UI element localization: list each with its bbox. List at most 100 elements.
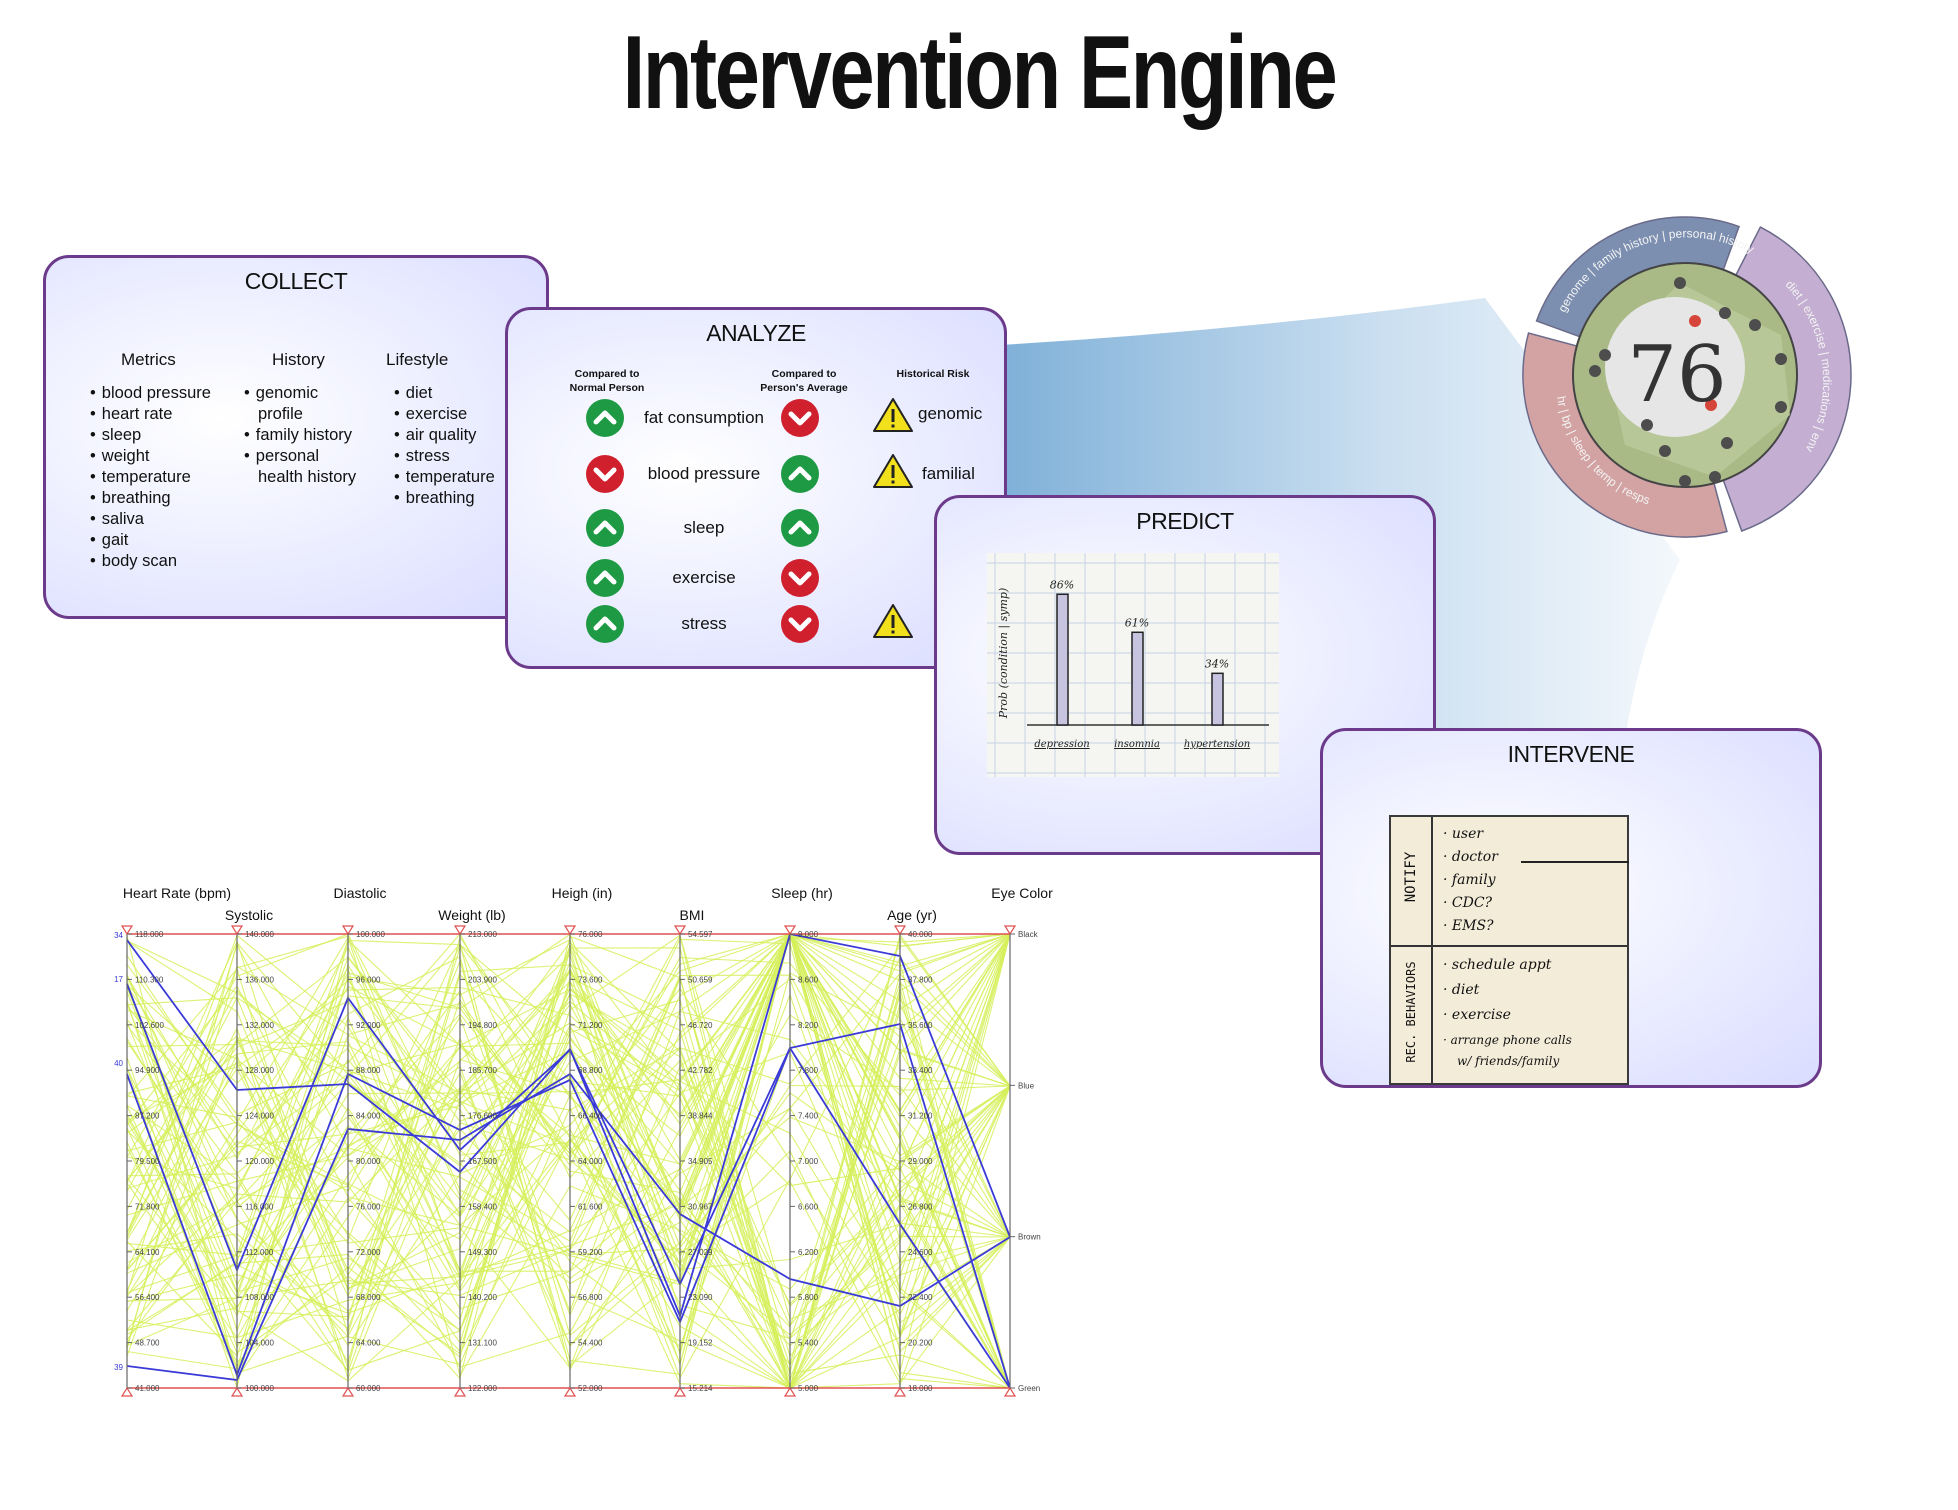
tick-label: 26.800 xyxy=(908,1202,933,1211)
arrow-down-icon xyxy=(781,605,819,643)
axis-name: Heart Rate (bpm) xyxy=(123,885,231,901)
tick-label: 50.659 xyxy=(688,975,713,984)
tick-label: 73.600 xyxy=(578,975,603,984)
axis-name: Diastolic xyxy=(334,885,387,901)
axis-name: Systolic xyxy=(225,907,273,923)
list-item: · CDC? xyxy=(1443,895,1493,911)
list-item: diet xyxy=(394,383,495,404)
tick-label: 132.000 xyxy=(245,1021,274,1030)
axis-handle-top xyxy=(341,925,355,936)
list-item: personal xyxy=(244,446,356,467)
tick-label: 23.090 xyxy=(688,1293,713,1302)
tick-label: 15.214 xyxy=(688,1384,713,1393)
list-item: profile xyxy=(258,405,303,423)
list-item: air quality xyxy=(394,425,495,446)
warning-icon xyxy=(873,454,913,488)
tick-label: 94.900 xyxy=(135,1066,160,1075)
tick-label: 66.400 xyxy=(578,1112,603,1121)
record-count-label: 40 xyxy=(114,1059,123,1068)
list-item: body scan xyxy=(90,551,211,572)
risk-label: genomic xyxy=(918,404,983,423)
tick-label: 54.400 xyxy=(578,1339,603,1348)
chevron-up-icon xyxy=(593,520,617,535)
notify-list: · user · doctor · family · CDC? · EMS? xyxy=(1443,823,1498,938)
tick-label: Brown xyxy=(1018,1233,1041,1242)
chevron-down-icon xyxy=(788,571,812,586)
list-item: health history xyxy=(258,468,357,486)
score-value: 76 xyxy=(1627,330,1726,420)
chevron-up-icon xyxy=(593,570,617,585)
notify-label: NOTIFY xyxy=(1403,851,1419,903)
predict-title: PREDICT xyxy=(1136,508,1234,534)
axis-name: BMI xyxy=(680,907,705,923)
tick-label: 18.000 xyxy=(908,1384,933,1393)
axis-handle-bottom xyxy=(341,1386,355,1397)
sketch-bar xyxy=(1131,631,1144,726)
tick-label: 27.029 xyxy=(688,1248,713,1257)
tick-label: 136.000 xyxy=(245,975,274,984)
list-item: w/ friends/family xyxy=(1457,1054,1560,1068)
tick-label: 100.000 xyxy=(245,1384,274,1393)
tick-label: 110.300 xyxy=(135,975,164,984)
arrow-down-icon xyxy=(781,399,819,437)
behaviors-label: REC. BEHAVIORS xyxy=(1404,961,1418,1063)
analyze-row-label: fat consumption xyxy=(643,408,764,427)
tick-label: 5.800 xyxy=(798,1293,819,1302)
sketch-bar-value: 61% xyxy=(1125,616,1149,629)
average-column-header: Compared to Person's Average xyxy=(760,368,848,394)
axis-handle-bottom xyxy=(1003,1386,1017,1397)
list-item: blood pressure xyxy=(90,383,211,404)
tick-label: 5.000 xyxy=(798,1384,819,1393)
list-item: stress xyxy=(394,446,495,467)
tick-label: 40.000 xyxy=(908,930,933,939)
analyze-title: ANALYZE xyxy=(706,320,806,346)
tick-label: 80.000 xyxy=(356,1157,381,1166)
behaviors-list: · schedule appt · diet · exercise · arra… xyxy=(1443,953,1572,1069)
tick-label: 48.700 xyxy=(135,1339,160,1348)
tick-label: 34.905 xyxy=(688,1157,713,1166)
list-item: breathing xyxy=(394,488,495,509)
list-item: genomic xyxy=(244,383,356,404)
metric-dot xyxy=(1775,401,1787,413)
tick-label: 64.000 xyxy=(356,1339,381,1348)
tick-label: 194.800 xyxy=(468,1021,497,1030)
tick-label: 59.200 xyxy=(578,1248,603,1257)
sketch-bar-label: insomnia xyxy=(1114,739,1160,750)
tick-label: 24.600 xyxy=(908,1248,933,1257)
list-item: heart rate xyxy=(90,404,211,425)
tick-label: 140.000 xyxy=(245,930,274,939)
axis-name: Heigh (in) xyxy=(552,885,613,901)
arrow-down-icon xyxy=(586,455,624,493)
metric-dot xyxy=(1641,419,1653,431)
tick-label: 176.600 xyxy=(468,1112,497,1121)
tick-label: 8.600 xyxy=(798,975,819,984)
tick-label: 72.000 xyxy=(356,1248,381,1257)
tick-label: 92.000 xyxy=(356,1021,381,1030)
tick-label: 8.200 xyxy=(798,1021,819,1030)
axis-name: Age (yr) xyxy=(887,907,937,923)
analyze-row-label: blood pressure xyxy=(647,464,761,483)
history-list: genomic profile family history personal … xyxy=(244,383,356,488)
tick-label: 5.400 xyxy=(798,1339,819,1348)
arrow-up-icon xyxy=(586,509,624,547)
arrow-up-icon xyxy=(781,455,819,493)
tick-label: 96.000 xyxy=(356,975,381,984)
page-title: Intervention Engine xyxy=(622,15,1338,131)
tick-label: 7.400 xyxy=(798,1112,819,1121)
axis-handle-top xyxy=(783,925,797,936)
sketch-bar-value: 34% xyxy=(1205,657,1229,670)
collect-panel: COLLECT Metrics History Lifestyle blood … xyxy=(43,255,549,619)
lifestyle-list: diet exercise air quality stress tempera… xyxy=(394,383,495,509)
list-item: · doctor xyxy=(1443,849,1498,865)
tick-label: 64.000 xyxy=(578,1157,603,1166)
tick-label: 84.000 xyxy=(356,1112,381,1121)
arrow-up-icon xyxy=(586,605,624,643)
intervene-title: INTERVENE xyxy=(1507,741,1635,767)
list-item: · exercise xyxy=(1443,1007,1511,1023)
axis-handle-bottom xyxy=(453,1386,467,1397)
list-item: weight xyxy=(90,446,211,467)
list-item: breathing xyxy=(90,488,211,509)
arrow-down-icon xyxy=(781,559,819,597)
metric-dot xyxy=(1679,475,1691,487)
